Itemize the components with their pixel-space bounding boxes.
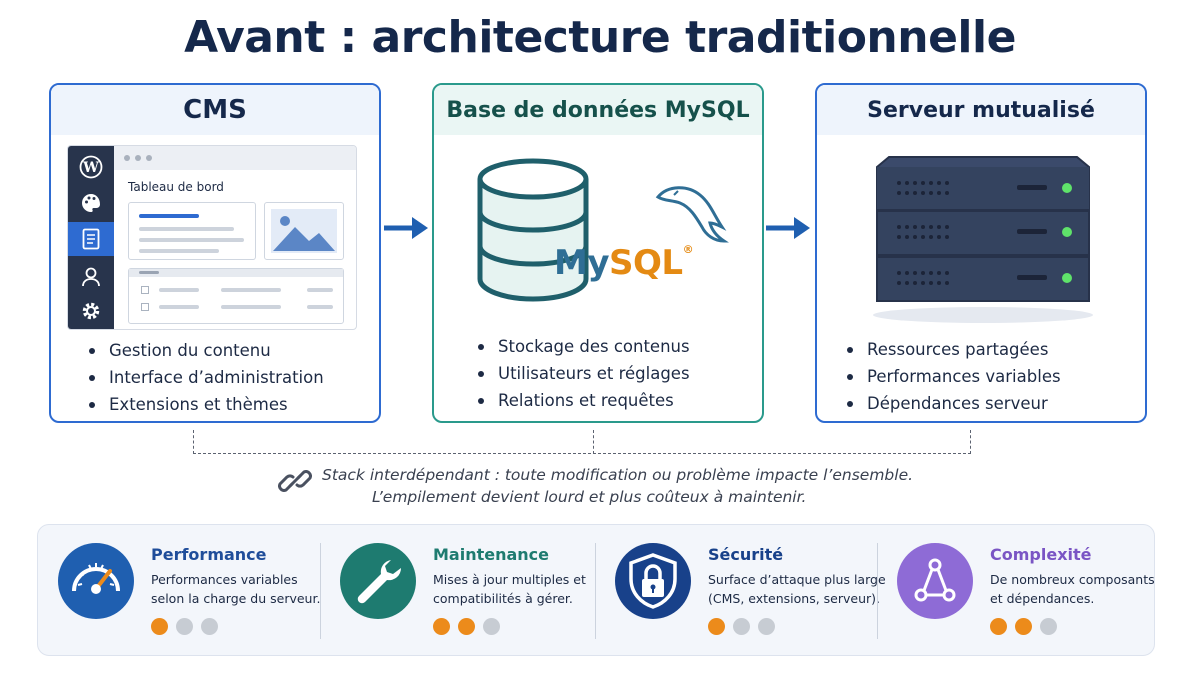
feature-description: De nombreux composants et dépendances.: [990, 572, 1155, 606]
rating-dots: [990, 618, 1057, 635]
list-item: Extensions et thèmes: [89, 391, 324, 418]
svg-text:W: W: [82, 160, 99, 176]
list-item: Interface d’administration: [89, 364, 324, 391]
feature-description: Mises à jour multiples et compatibilités…: [433, 572, 586, 606]
page-title: Avant : architecture traditionnelle: [184, 12, 1016, 63]
palette-icon: [68, 186, 114, 220]
list-item: Dépendances serveur: [847, 390, 1061, 417]
database-bullet-list: Stockage des contenus Utilisateurs et ré…: [478, 333, 690, 414]
database-cylinder-icon: [477, 158, 589, 302]
feature-description: Surface d’attaque plus large (CMS, exten…: [708, 572, 886, 606]
image-placeholder: [264, 202, 344, 260]
arrow-right-icon: [766, 217, 810, 239]
feature-maintenance: Maintenance Mises à jour multiples et co…: [320, 525, 596, 657]
rating-dots: [433, 618, 500, 635]
list-item: Relations et requêtes: [478, 387, 690, 414]
feature-title: Maintenance: [433, 545, 550, 564]
cms-sidebar: W: [68, 146, 114, 329]
database-card: Base de données MySQL MySQL® Stockage de…: [432, 83, 764, 423]
impact-panel: Performance Performances variables selon…: [37, 524, 1155, 656]
wordpress-logo-icon: W: [68, 150, 114, 184]
mysql-dolphin-icon: [655, 186, 729, 243]
mysql-logo-sql: SQL: [609, 243, 683, 283]
note-line-2: L’empilement devient lourd et plus coûte…: [372, 488, 807, 506]
feature-title: Performance: [151, 545, 267, 564]
list-item: Stockage des contenus: [478, 333, 690, 360]
feature-title: Complexité: [990, 545, 1092, 564]
chain-link-icon: [278, 470, 312, 492]
cms-dashboard-mockup: W Tableau de bord: [67, 145, 357, 330]
network-icon: [897, 543, 973, 619]
pages-icon: [68, 222, 114, 256]
cms-heading: CMS: [51, 85, 379, 135]
list-panel: [128, 268, 344, 324]
feature-complexite: Complexité De nombreux composants et dép…: [877, 525, 1155, 657]
server-heading: Serveur mutualisé: [817, 85, 1145, 135]
content-panel: [128, 202, 256, 260]
arrow-right-icon: [384, 217, 428, 239]
server-bullet-list: Ressources partagées Performances variab…: [847, 336, 1061, 417]
mysql-logo-registered: ®: [682, 243, 694, 256]
dependency-connector: [193, 430, 971, 454]
database-heading: Base de données MySQL: [434, 85, 762, 135]
rating-dots: [708, 618, 775, 635]
cms-bullet-list: Gestion du contenu Interface d’administr…: [89, 337, 324, 418]
feature-performance: Performance Performances variables selon…: [38, 525, 320, 657]
feature-title: Sécurité: [708, 545, 784, 564]
dependency-connector-mid: [593, 430, 594, 454]
speedometer-icon: [58, 543, 134, 619]
list-item: Performances variables: [847, 363, 1061, 390]
list-item: Utilisateurs et réglages: [478, 360, 690, 387]
note-line-1: Stack interdépendant : toute modificatio…: [322, 466, 914, 484]
dashboard-title: Tableau de bord: [128, 180, 224, 194]
rating-dots: [151, 618, 218, 635]
feature-description: Performances variables selon la charge d…: [151, 572, 321, 606]
server-card: Serveur mutualisé: [815, 83, 1147, 423]
list-item: Ressources partagées: [847, 336, 1061, 363]
padlock-icon: [615, 543, 691, 619]
server-rack-icon: [873, 156, 1093, 323]
mysql-logo-my: My: [554, 243, 610, 283]
window-titlebar: [114, 146, 356, 170]
settings-gear-icon: [68, 294, 114, 328]
mysql-logo: MySQL®: [554, 243, 694, 283]
user-icon: [68, 260, 114, 294]
cms-card: CMS W Tableau de bord: [49, 83, 381, 423]
feature-securite: Sécurité Surface d’attaque plus large (C…: [595, 525, 886, 657]
list-item: Gestion du contenu: [89, 337, 324, 364]
wrench-icon: [340, 543, 416, 619]
